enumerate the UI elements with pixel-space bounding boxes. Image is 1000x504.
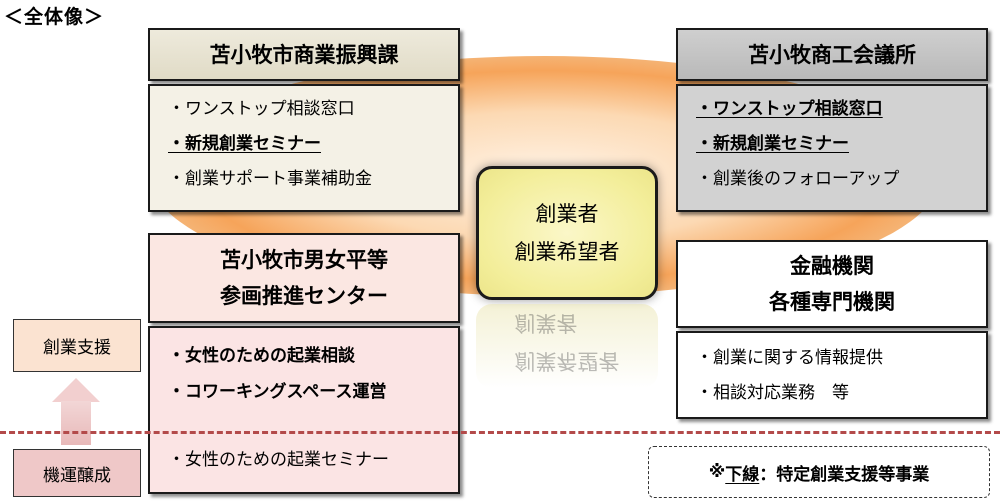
legend-note: ※ 下線 ：特定創業支援等事業 <box>648 446 990 498</box>
startup-support-label: 創業支援 <box>13 319 141 372</box>
finance-item: ・相談対応業務 等 <box>696 383 849 403</box>
city-dept-title: 苫小牧市商業振興課 <box>209 42 399 67</box>
up-arrow-shaft <box>61 401 91 445</box>
city-dept-services: ・ワンストップ相談窓口 ・新規創業セミナー ・創業サポート事業補助金 <box>148 84 460 212</box>
chamber-item: ・新規創業セミナー <box>696 134 849 154</box>
finance-services: ・創業に関する情報提供 ・相談対応業務 等 <box>676 331 988 419</box>
note-prefix: ※ <box>708 462 726 482</box>
chamber-services: ・ワンストップ相談窓口 ・新規創業セミナー ・創業後のフォローアップ <box>676 84 988 212</box>
city-dept-header: 苫小牧市商業振興課 <box>148 28 460 81</box>
city-dept-item: ・創業サポート事業補助金 <box>168 169 372 189</box>
center-line-2: 創業希望者 <box>514 240 620 264</box>
startup-support-text: 創業支援 <box>43 338 111 358</box>
reflection-line-2: 創業希望者 <box>514 349 620 373</box>
gender-center-item: ・女性のための起業セミナー <box>168 450 389 470</box>
chamber-item: ・創業後のフォローアップ <box>696 169 900 189</box>
gender-center-header: 苫小牧市男女平等 参画推進センター <box>148 233 460 323</box>
gender-center-title-1: 苫小牧市男女平等 <box>220 248 388 272</box>
city-dept-item: ・新規創業セミナー <box>168 134 321 154</box>
entrepreneur-center: 創業者 創業希望者 <box>476 166 658 300</box>
dashed-divider <box>0 431 1000 434</box>
finance-title-2: 各種専門機関 <box>769 290 895 314</box>
note-underlined: 下線 <box>725 464 760 485</box>
center-reflection: 創業希望者 創業者 <box>476 304 658 388</box>
chamber-item: ・ワンストップ相談窓口 <box>696 99 883 119</box>
chamber-title: 苫小牧商工会議所 <box>748 42 916 67</box>
note-rest: ：特定創業支援等事業 <box>759 464 930 485</box>
reflection-line-1: 創業者 <box>514 311 578 335</box>
center-line-1: 創業者 <box>535 202 599 226</box>
page-title: ＜全体像＞ <box>4 6 105 28</box>
finance-header: 金融機関 各種専門機関 <box>676 240 988 328</box>
momentum-building-label: 機運醸成 <box>13 449 141 497</box>
city-dept-item: ・ワンストップ相談窓口 <box>168 99 355 119</box>
chamber-header: 苫小牧商工会議所 <box>676 28 988 81</box>
finance-item: ・創業に関する情報提供 <box>696 348 883 368</box>
gender-center-title-2: 参画推進センター <box>220 284 388 308</box>
gender-center-services: ・女性のための起業相談 ・コワーキングスペース運営 ・女性のための起業セミナー <box>148 326 460 494</box>
momentum-building-text: 機運醸成 <box>43 465 111 486</box>
gender-center-item: ・コワーキングスペース運営 <box>168 382 387 402</box>
gender-center-item: ・女性のための起業相談 <box>168 346 355 366</box>
finance-title-1: 金融機関 <box>790 254 874 278</box>
up-arrow-icon <box>52 378 100 402</box>
